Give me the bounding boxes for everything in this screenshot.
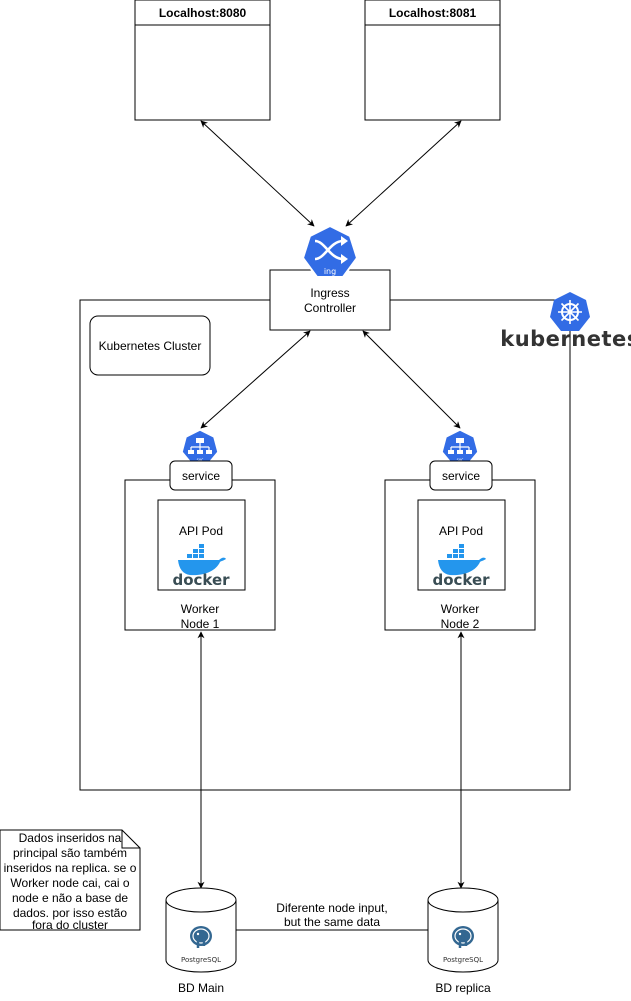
localhost-box-8081: Localhost:8081 [364, 0, 501, 121]
note-line: principal são também [13, 846, 127, 860]
postgresql-text: PostgreSQL [443, 956, 483, 964]
docker-text: docker [172, 571, 230, 589]
ingress-icon-label: ing [324, 267, 336, 276]
ingress-icon: ing [301, 224, 359, 278]
note: Dados inseridos na principal são também … [0, 829, 141, 932]
docker-logo: docker [172, 544, 230, 589]
worker-node-2: API Pod docker Worker Node 2 [384, 479, 536, 631]
db-link-label-bg [270, 900, 395, 928]
db-label: BD replica [435, 981, 491, 995]
docker-text: docker [432, 571, 490, 589]
docker-whale-icon [438, 544, 486, 576]
pod-label: API Pod [439, 524, 483, 538]
db-label: BD Main [178, 981, 224, 995]
arrow-ingress-service1 [200, 330, 311, 429]
kubernetes-brand-text: kubernetes [500, 327, 631, 351]
cluster-label-box: Kubernetes Cluster [89, 315, 211, 376]
db-replica: PostgreSQL BD replica [427, 887, 499, 995]
note-line: Dados inseridos na [19, 831, 122, 845]
worker-node-1: API Pod docker Worker Node 1 [124, 479, 276, 631]
postgresql-icon: PostgreSQL [181, 926, 221, 964]
kubernetes-helm-icon [550, 292, 590, 331]
localhost-title: Localhost:8081 [389, 6, 477, 20]
db-main: PostgreSQL BD Main [165, 887, 237, 995]
db-link-label-line2: but the same data [284, 915, 380, 929]
ingress-label-line2: Controller [304, 301, 356, 315]
cluster-label: Kubernetes Cluster [99, 339, 202, 353]
service-2: svc service [429, 429, 493, 491]
note-line: fora do cluster [32, 918, 108, 932]
postgresql-icon: PostgreSQL [443, 926, 483, 964]
docker-logo: docker [432, 544, 490, 589]
arrow-localhost8080-ingress [200, 120, 315, 227]
service-label: service [182, 469, 220, 483]
worker-label-line2: Node 2 [441, 617, 480, 631]
localhost-title: Localhost:8080 [159, 6, 247, 20]
kubernetes-logo: kubernetes [500, 292, 631, 351]
arrow-localhost8081-ingress [345, 120, 462, 227]
service-icon-label: svc [197, 457, 204, 462]
service-icon: svc [441, 429, 479, 465]
db-link-label-line1: Diferente node input, [276, 901, 387, 915]
worker-label-line1: Worker [441, 602, 479, 616]
service-icon-label: svc [457, 457, 464, 462]
worker-label-line2: Node 1 [181, 617, 220, 631]
service-label: service [442, 469, 480, 483]
service-1: svc service [169, 429, 233, 491]
localhost-box-8080: Localhost:8080 [134, 0, 271, 121]
ingress-label-line1: Ingress [310, 286, 349, 300]
worker-label-line1: Worker [181, 602, 219, 616]
note-line: Worker node cai, cai o [10, 876, 129, 890]
postgresql-text: PostgreSQL [181, 956, 221, 964]
note-line: inseridos na replica. se o [4, 861, 137, 875]
note-line: node e não a base de [12, 891, 128, 905]
note-line: dados. por isso estão [13, 906, 127, 920]
pod-label: API Pod [179, 524, 223, 538]
ingress-controller: Ingress Controller [269, 269, 391, 331]
docker-whale-icon [178, 544, 226, 576]
arrow-ingress-service2 [362, 330, 461, 429]
service-icon: svc [181, 429, 219, 465]
